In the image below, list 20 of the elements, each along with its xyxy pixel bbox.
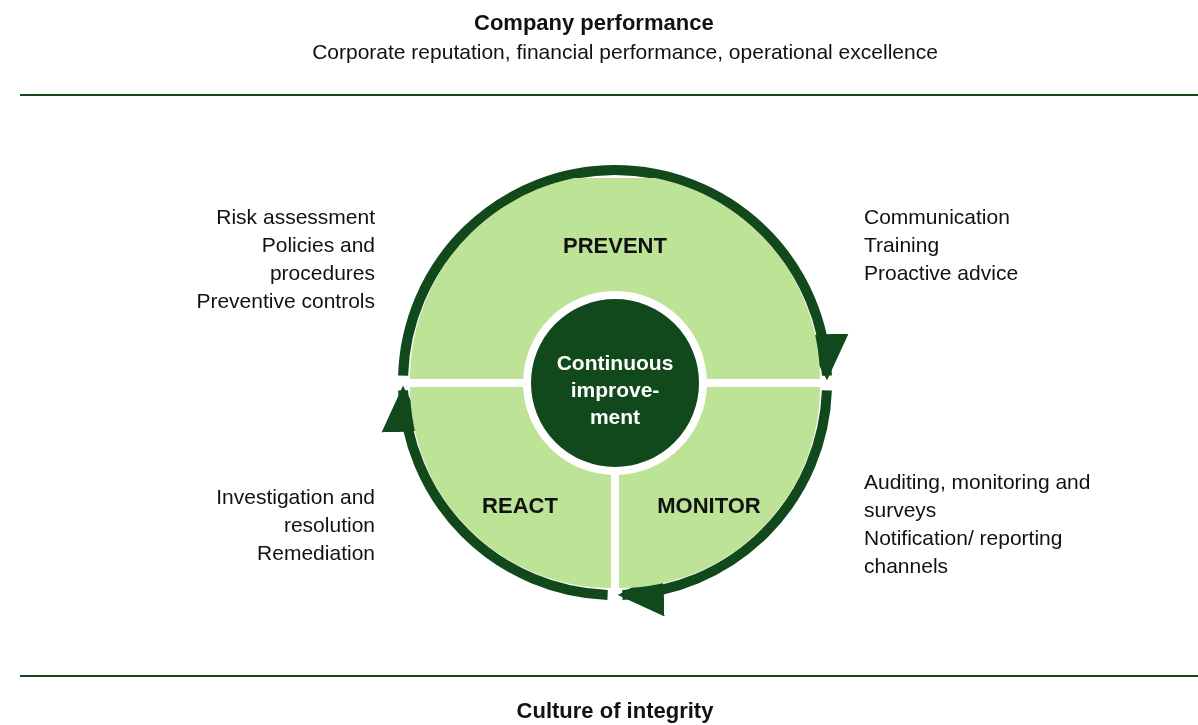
list-item: Risk assessment: [215, 204, 375, 230]
cycle-arrow: [617, 389, 832, 614]
segment-label: MONITOR: [656, 493, 762, 519]
list-item: Investigation and resolution: [215, 484, 375, 538]
footer-text: Culture of integrity: [515, 697, 715, 725]
list-item: Proactive advice: [864, 260, 1020, 286]
list-item: Preventive controls: [195, 288, 375, 314]
list-item: Training: [864, 232, 941, 258]
title: Company performance: [474, 10, 714, 36]
list-item: Remediation: [256, 540, 375, 566]
segment-label: REACT: [481, 493, 559, 519]
list-item: Notification/ reporting channels: [864, 525, 1064, 579]
center-label: Continuous improve- ment: [555, 350, 675, 430]
center-circle: [523, 291, 707, 475]
list-item: Auditing, monitoring and surveys: [864, 469, 1092, 523]
cycle-arrow: [384, 385, 609, 600]
subtitle: Corporate reputation, financial performance, operational excellence: [311, 39, 939, 65]
list-item: Communication: [864, 204, 1011, 230]
segment-label: PREVENT: [562, 233, 668, 259]
list-item: Policies and procedures: [260, 232, 375, 286]
